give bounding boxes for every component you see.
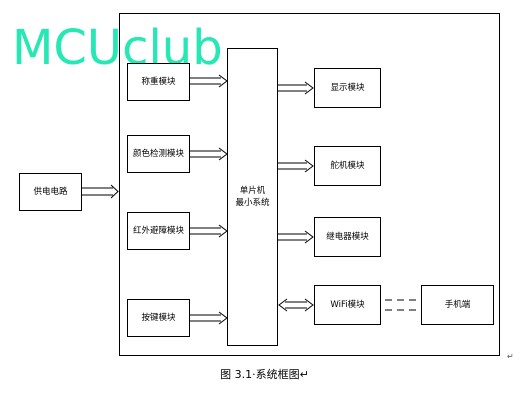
block-weigh: 称重模块: [127, 63, 190, 101]
block-power: 供电电路: [19, 173, 82, 211]
block-color: 颜色检测模块: [127, 135, 190, 173]
paragraph-mark: ↵: [507, 352, 514, 361]
arrow-infrared-to-mcu: [190, 224, 228, 238]
arrow-mcu-to-servo: [278, 159, 314, 173]
block-relay: 继电器模块: [314, 217, 381, 257]
block-keys: 按键模块: [127, 299, 190, 337]
arrow-color-to-mcu: [190, 147, 228, 161]
mcuclub-watermark: MCUclub: [12, 20, 223, 76]
block-wifi: WiFi模块: [314, 285, 381, 325]
arrow-mcu-wifi-bidirectional: [278, 298, 314, 312]
block-infrared: 红外避障模块: [127, 212, 190, 250]
arrow-weigh-to-mcu: [190, 74, 228, 88]
arrow-power-to-system: [82, 184, 119, 199]
arrow-mcu-to-display: [278, 81, 314, 95]
link-wifi-to-phone: [385, 299, 420, 311]
arrow-mcu-to-relay: [278, 230, 314, 244]
block-phone: 手机端: [421, 285, 494, 325]
system-frame: [119, 13, 500, 356]
figure-caption: 图 3.1·系统框图↵: [220, 368, 309, 381]
arrow-keys-to-mcu: [190, 311, 228, 325]
block-display: 显示模块: [314, 68, 381, 108]
block-servo: 舵机模块: [314, 146, 381, 186]
block-mcu: 单片机 最小系统: [227, 48, 278, 346]
